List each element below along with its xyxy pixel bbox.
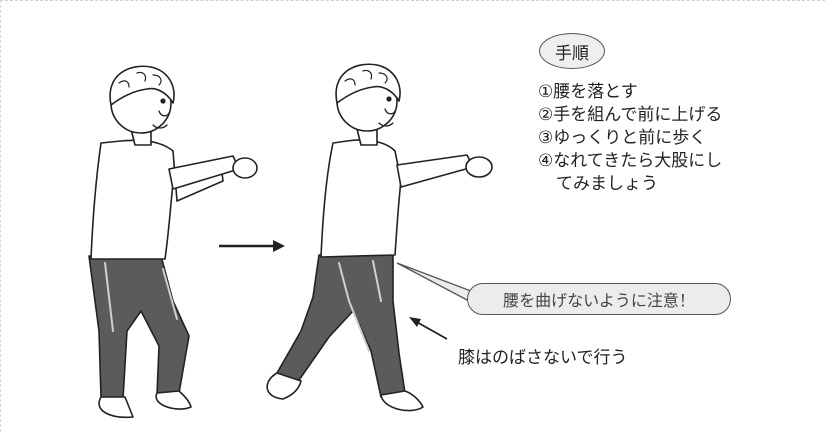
step-4-continued: てみましょう bbox=[556, 174, 658, 194]
squat-figure-pants bbox=[88, 255, 190, 400]
knee-note: 膝はのばさないで行う bbox=[458, 348, 628, 368]
walking-figure-arm bbox=[396, 154, 474, 188]
squat-figure-shirt bbox=[90, 139, 224, 260]
knee-pointer-arrow bbox=[409, 317, 448, 340]
walking-figure-back-foot bbox=[266, 372, 302, 400]
walking-figure-shirt bbox=[320, 139, 402, 258]
steps-list: ①腰を落とす ②手を組んで前に上げる ③ゆっくりと前に歩く ④なれてきたら大股に… bbox=[538, 81, 808, 196]
walking-figure bbox=[266, 63, 493, 412]
walking-figure-front-foot bbox=[380, 390, 424, 412]
warning-callout-tail bbox=[396, 262, 472, 302]
squat-figure-fists bbox=[232, 157, 258, 179]
step-3: ③ゆっくりと前に歩く bbox=[538, 128, 707, 148]
step-4: ④なれてきたら大股にし bbox=[538, 151, 723, 171]
warning-callout: 腰を曲げないように注意！ bbox=[467, 283, 731, 315]
squat-figure-right-foot bbox=[155, 390, 192, 410]
squat-figure-left-foot bbox=[98, 396, 134, 419]
progress-arrow bbox=[219, 240, 285, 252]
steps-heading: 手順 bbox=[539, 33, 605, 69]
squat-figure bbox=[88, 65, 258, 419]
step-1: ①腰を落とす bbox=[538, 82, 638, 102]
walking-figure-pants bbox=[276, 252, 406, 398]
step-2: ②手を組んで前に上げる bbox=[538, 105, 723, 125]
walking-figure-fists bbox=[465, 156, 493, 178]
